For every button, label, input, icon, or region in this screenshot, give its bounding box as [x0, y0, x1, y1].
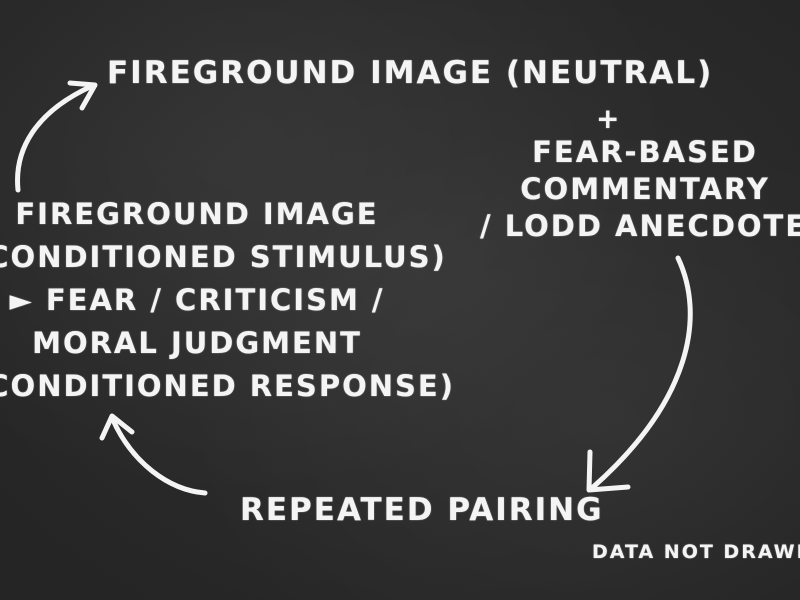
- arrow-right-to-bottom: [586, 255, 693, 493]
- fear-commentary-line: / LODD anecdotes: [480, 209, 800, 243]
- arrow-left-to-top: [15, 80, 98, 193]
- conditioned-response-line: (conditioned response): [0, 369, 455, 403]
- arrow-bottom-to-left: [99, 413, 208, 496]
- conditioned-response-line: (conditioned stimulus): [0, 240, 447, 274]
- footnote-label: Data not drawn: [592, 541, 800, 563]
- neutral-stimulus-label: Fireground image (neutral): [107, 55, 714, 91]
- conditioned-response-line: moral judgment: [32, 326, 362, 360]
- conditioned-response-node: Fireground image (conditioned stimulus) …: [0, 193, 455, 408]
- repeated-pairing-label: Repeated pairing: [240, 492, 604, 528]
- fear-commentary-line: Fear-based: [532, 135, 758, 169]
- plus-sign: +: [596, 102, 622, 135]
- fear-commentary-line: commentary: [520, 172, 770, 206]
- conditioned-response-line: ► fear / criticism /: [9, 283, 385, 317]
- fear-commentary-node: Fear-based commentary / LODD anecdotes: [480, 134, 800, 245]
- conditioned-response-line: Fireground image: [15, 197, 379, 231]
